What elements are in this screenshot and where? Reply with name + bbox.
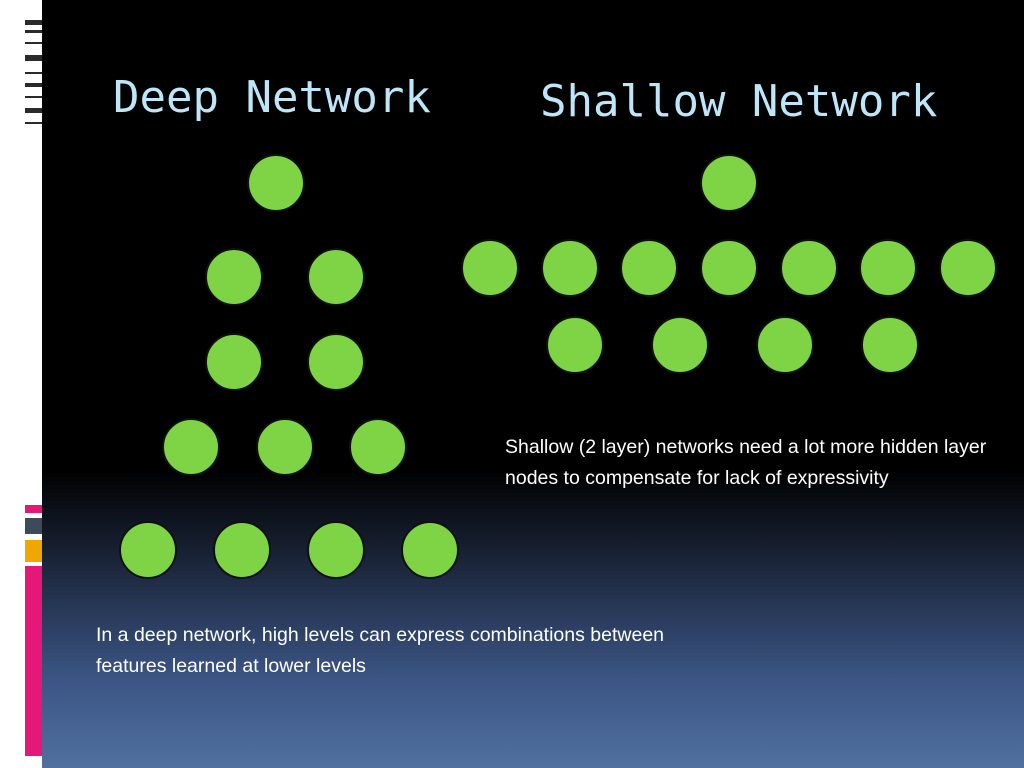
shallow-node-hidden-7 — [939, 239, 997, 297]
stripe-dark-4 — [25, 55, 42, 61]
shallow-node-input-2 — [651, 316, 709, 374]
shallow-node-hidden-6 — [859, 239, 917, 297]
deep-network-caption: In a deep network, high levels can expre… — [96, 624, 665, 677]
stripe-dark-2 — [25, 30, 42, 33]
deep-node-l1-1 — [119, 521, 177, 579]
shallow-node-input-4 — [861, 316, 919, 374]
shallow-node-hidden-4 — [700, 239, 758, 297]
stripe-dark-7 — [25, 96, 42, 98]
shallow-node-hidden-2 — [541, 239, 599, 297]
title-shallow-network: Shallow Network — [540, 76, 938, 127]
deep-node-l1-3 — [307, 521, 365, 579]
deep-node-l4-1 — [205, 248, 263, 306]
stripe-pink-small — [25, 505, 42, 513]
stripe-dark-1 — [25, 20, 42, 25]
stripe-dark-9 — [25, 122, 42, 124]
deep-node-l4-2 — [307, 248, 365, 306]
shallow-node-hidden-5 — [780, 239, 838, 297]
deep-node-l2-2 — [256, 418, 314, 476]
stripe-slate — [25, 518, 42, 534]
shallow-node-top — [700, 154, 758, 212]
shallow-node-input-1 — [546, 316, 604, 374]
deep-node-l3-2 — [307, 333, 365, 391]
shallow-node-hidden-1 — [461, 239, 519, 297]
title-deep-network: Deep Network — [113, 72, 431, 123]
deep-node-l1-2 — [213, 521, 271, 579]
deep-node-l3-1 — [205, 333, 263, 391]
deep-node-l2-1 — [162, 418, 220, 476]
deep-node-l1-4 — [401, 521, 459, 579]
stripe-dark-6 — [25, 83, 42, 87]
stripe-dark-8 — [25, 108, 42, 113]
stripe-dark-3 — [25, 42, 42, 44]
deep-node-l2-3 — [349, 418, 407, 476]
deep-node-top — [247, 154, 305, 212]
stripe-pink-long — [25, 566, 42, 756]
shallow-network-caption: Shallow (2 layer) networks need a lot mo… — [505, 436, 987, 489]
decorative-stripes — [25, 0, 42, 768]
shallow-node-hidden-3 — [620, 239, 678, 297]
shallow-node-input-3 — [756, 316, 814, 374]
stripe-dark-5 — [25, 72, 42, 74]
stripe-gold — [25, 540, 42, 562]
